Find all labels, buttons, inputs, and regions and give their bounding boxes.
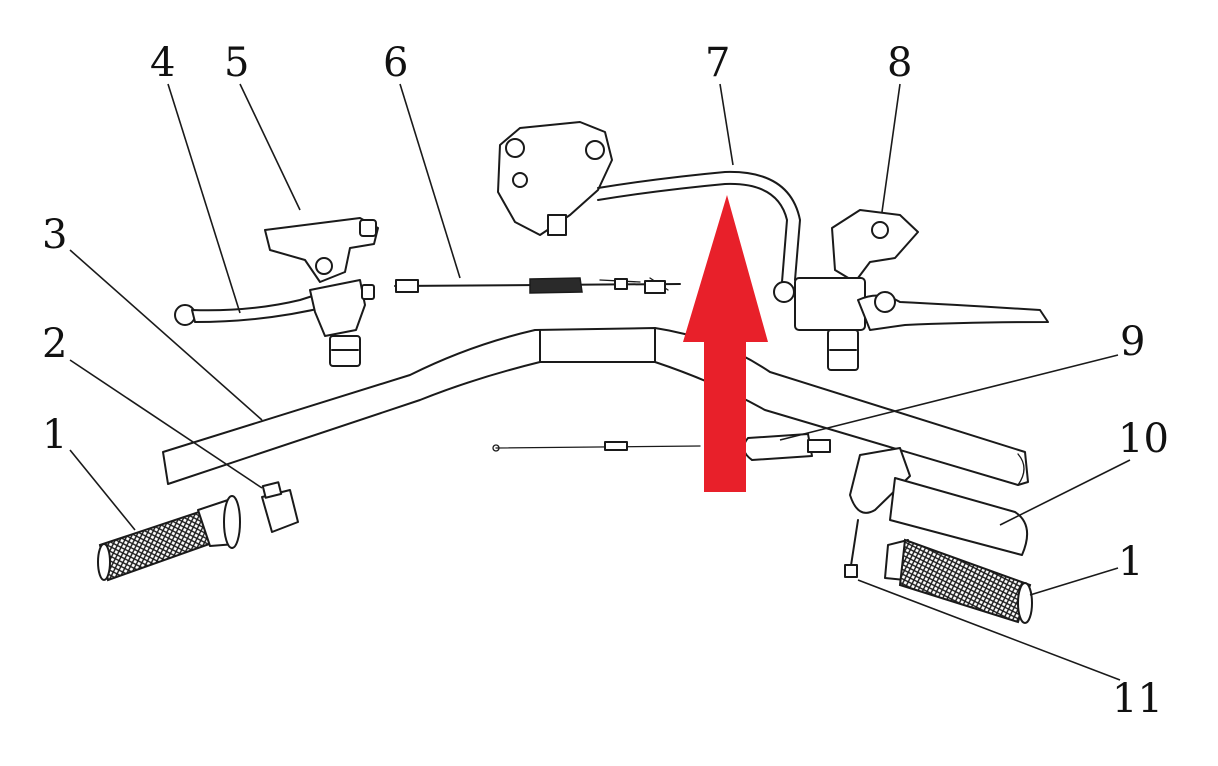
callout-6: 6 bbox=[383, 40, 408, 86]
callout-1-left: 1 bbox=[42, 412, 67, 458]
leader-3 bbox=[69, 249, 263, 421]
handlebar bbox=[162, 327, 1029, 486]
left-grip bbox=[97, 495, 241, 582]
callout-2: 2 bbox=[42, 321, 67, 367]
callout-4: 4 bbox=[150, 40, 175, 86]
clutch-cable bbox=[394, 277, 681, 294]
throttle-screw bbox=[844, 519, 859, 578]
leader-6 bbox=[399, 83, 461, 279]
leader-9 bbox=[779, 354, 1119, 441]
clutch-lever-assembly bbox=[174, 279, 375, 367]
leader-7 bbox=[719, 83, 734, 166]
leader-8 bbox=[881, 83, 901, 213]
leader-1-right bbox=[1029, 567, 1119, 596]
brake-master-cylinder bbox=[773, 209, 1049, 371]
leader-1-left bbox=[69, 449, 136, 531]
callout-8: 8 bbox=[887, 40, 912, 86]
leader-2 bbox=[69, 359, 263, 489]
brake-caliper-hose bbox=[497, 121, 801, 283]
leader-11 bbox=[857, 579, 1121, 681]
leader-4 bbox=[167, 83, 241, 314]
highlight-arrow bbox=[683, 195, 768, 492]
callout-11: 11 bbox=[1112, 676, 1163, 722]
callout-7: 7 bbox=[705, 40, 730, 86]
throttle-cable bbox=[492, 433, 831, 461]
lever-cover-left bbox=[264, 217, 379, 283]
callout-labels: 1 2 3 4 5 6 7 8 9 10 1 11 bbox=[42, 40, 1169, 722]
callout-10: 10 bbox=[1118, 416, 1169, 462]
callout-3: 3 bbox=[42, 212, 67, 258]
callout-5: 5 bbox=[224, 40, 249, 86]
leader-lines bbox=[69, 83, 1131, 681]
callout-1-right: 1 bbox=[1118, 539, 1143, 585]
callout-9: 9 bbox=[1120, 319, 1145, 365]
leader-5 bbox=[239, 83, 301, 211]
right-grip bbox=[884, 538, 1033, 624]
leader-10 bbox=[999, 459, 1131, 526]
throttle-grip bbox=[849, 447, 1029, 556]
left-switch-block bbox=[261, 481, 299, 533]
